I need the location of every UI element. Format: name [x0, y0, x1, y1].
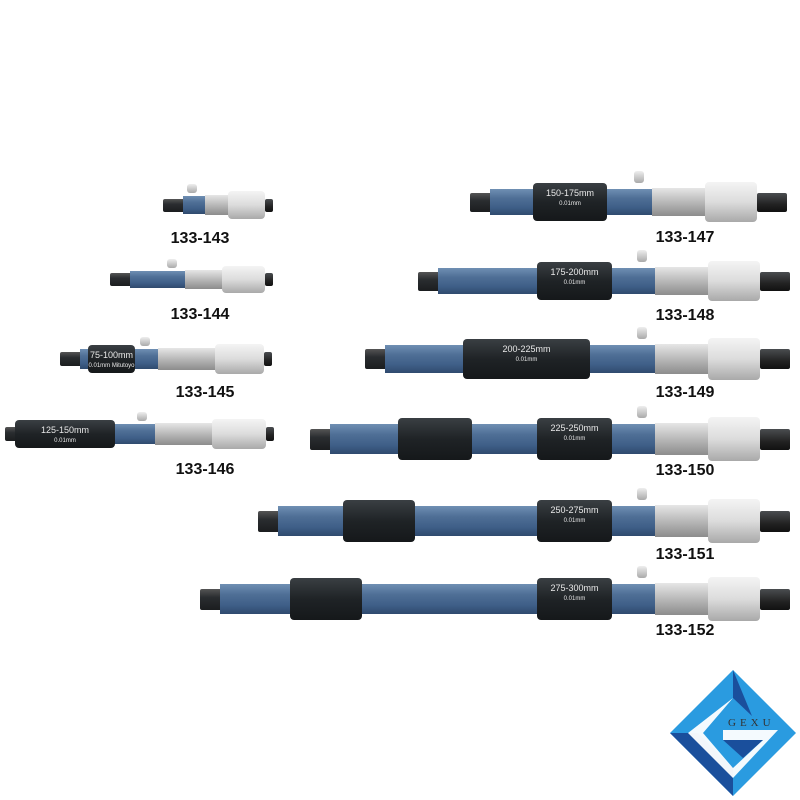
range-label: 75-100mm [89, 350, 134, 360]
anvil-rod [310, 428, 332, 450]
resolution-label: 0.01mm Mitutoyo [88, 363, 135, 369]
sleeve [655, 343, 708, 375]
thimble [215, 344, 264, 374]
sleeve [655, 505, 708, 537]
model-number: 133-150 [655, 462, 715, 479]
model-number: 133-147 [655, 229, 715, 246]
sleeve [655, 266, 708, 296]
resolution-label: 0.01mm [563, 518, 586, 524]
range-label: 275-300mm [550, 583, 599, 593]
model-number: 133-148 [655, 307, 715, 324]
clamp-screw-icon [187, 184, 197, 193]
clamp-screw-icon [167, 259, 177, 268]
gexu-logo: GEXU [670, 670, 796, 796]
thimble [708, 261, 760, 301]
range-label: 125-150mm [40, 425, 90, 435]
end-cap [760, 349, 790, 369]
model-number: 133-145 [175, 384, 235, 401]
anvil-rod [200, 588, 222, 610]
thimble [708, 338, 760, 380]
resolution-label: 0.01mm [563, 436, 586, 442]
thimble [708, 577, 760, 621]
insulator-band: 175-200mm 0.01mm [537, 262, 612, 300]
thimble [708, 417, 760, 461]
anvil-rod [163, 198, 185, 212]
resolution-label: 0.01mm [559, 201, 581, 207]
thimble [212, 419, 266, 449]
anvil-rod [110, 273, 132, 286]
sleeve [205, 195, 228, 215]
thimble [705, 182, 757, 222]
end-cap [760, 428, 790, 450]
model-number: 133-146 [175, 461, 235, 478]
resolution-label: 0.01mm [563, 280, 586, 286]
resolution-label: 0.01mm [54, 438, 76, 444]
thimble [222, 266, 265, 293]
model-number: 133-144 [170, 306, 230, 323]
clamp-screw-icon [637, 250, 647, 262]
logo-text: GEXU [728, 717, 775, 729]
end-cap [265, 198, 273, 212]
insulator-band [343, 500, 415, 542]
range-label: 250-275mm [550, 505, 599, 515]
clamp-screw-icon [637, 406, 647, 418]
clamp-screw-icon [637, 566, 647, 578]
sleeve [185, 270, 222, 289]
clamp-screw-icon [637, 327, 647, 339]
clamp-screw-icon [637, 488, 647, 500]
anvil-rod [418, 271, 440, 291]
insulator-band [290, 578, 362, 620]
range-label: 225-250mm [550, 423, 599, 433]
anvil-rod [60, 352, 82, 366]
insulator-band [398, 418, 472, 460]
sleeve [652, 187, 705, 217]
insulator-band: 200-225mm 0.01mm [463, 339, 590, 379]
end-cap [264, 352, 272, 366]
end-cap [760, 271, 790, 291]
resolution-label: 0.01mm [563, 596, 586, 602]
model-number: 133-149 [655, 384, 715, 401]
extension-rod [183, 195, 205, 215]
range-label: 175-200mm [550, 267, 599, 277]
model-number: 133-152 [655, 622, 715, 639]
end-cap [760, 588, 790, 610]
model-number: 133-151 [655, 546, 715, 563]
clamp-screw-icon [634, 171, 644, 183]
end-cap [266, 427, 274, 441]
end-cap [265, 273, 273, 286]
sleeve [655, 583, 708, 615]
end-cap [760, 510, 790, 532]
clamp-screw-icon [140, 337, 150, 346]
sleeve [655, 423, 708, 455]
thimble [228, 191, 265, 219]
resolution-label: 0.01mm [515, 357, 538, 363]
insulator-band: 75-100mm 0.01mm Mitutoyo [88, 345, 135, 373]
range-label: 150-175mm [545, 188, 595, 198]
end-cap [757, 192, 787, 212]
insulator-band: 275-300mm 0.01mm [537, 578, 612, 620]
sleeve [158, 348, 215, 370]
extension-rod [130, 270, 185, 289]
thimble [708, 499, 760, 543]
anvil-rod [470, 192, 492, 212]
range-label: 200-225mm [502, 344, 551, 354]
clamp-screw-icon [137, 412, 147, 421]
anvil-rod [365, 349, 387, 369]
insulator-band: 225-250mm 0.01mm [537, 418, 612, 460]
insulator-band: 250-275mm 0.01mm [537, 500, 612, 542]
sleeve [155, 423, 212, 445]
model-number: 133-143 [170, 230, 230, 247]
anvil-rod [258, 510, 280, 532]
insulator-band: 125-150mm 0.01mm [15, 420, 115, 448]
insulator-band: 150-175mm 0.01mm [533, 183, 607, 221]
